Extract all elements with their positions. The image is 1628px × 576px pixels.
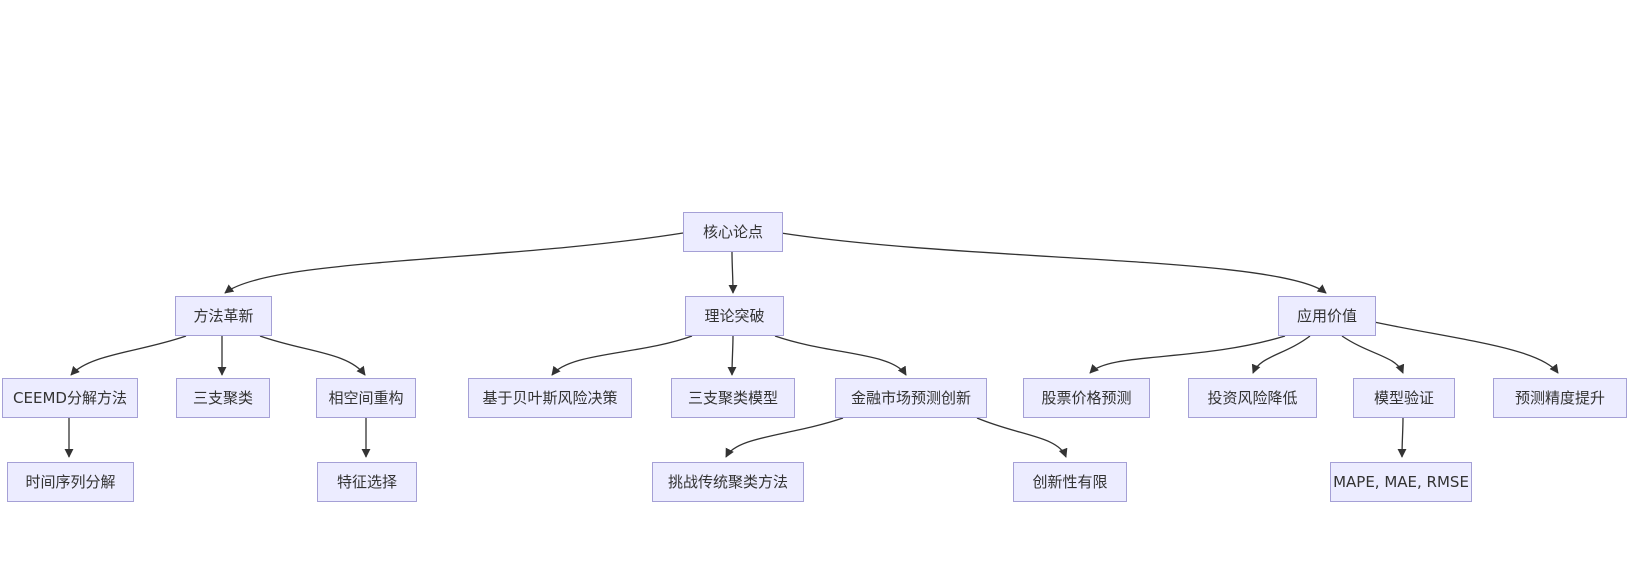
node-stock-price-prediction: 股票价格预测 — [1023, 378, 1150, 418]
node-theoretical-breakthrough: 理论突破 — [685, 296, 784, 336]
edge-core-to-method — [224, 232, 684, 294]
node-financial-market-prediction-innovation: 金融市场预测创新 — [835, 378, 987, 418]
edge-core-to-application — [780, 232, 1327, 294]
node-phase-space-reconstruction: 相空间重构 — [316, 378, 416, 418]
node-evaluation-metrics: MAPE, MAE, RMSE — [1330, 462, 1472, 502]
node-method-innovation: 方法革新 — [175, 296, 272, 336]
edge-theory-to-financial — [774, 335, 907, 376]
node-application-value: 应用价值 — [1278, 296, 1376, 336]
node-three-way-clustering-model: 三支聚类模型 — [671, 378, 795, 418]
node-bayesian-risk-decision: 基于贝叶斯风险决策 — [468, 378, 632, 418]
edge-application-to-stock — [1089, 335, 1286, 374]
node-ceemd-decomposition: CEEMD分解方法 — [2, 378, 138, 418]
node-prediction-accuracy-improvement: 预测精度提升 — [1493, 378, 1627, 418]
node-model-validation: 模型验证 — [1353, 378, 1455, 418]
node-limited-innovation: 创新性有限 — [1013, 462, 1127, 502]
edge-method-to-phase-space — [259, 335, 366, 376]
edge-validation-to-metrics — [1397, 417, 1407, 458]
node-feature-selection: 特征选择 — [317, 462, 417, 502]
edge-core-to-theory — [728, 251, 738, 294]
edge-theory-to-bayesian — [551, 335, 693, 376]
edge-financial-to-limited — [976, 417, 1068, 458]
edge-theory-to-clustering-model — [727, 335, 737, 376]
node-investment-risk-reduction: 投资风险降低 — [1188, 378, 1317, 418]
edge-method-to-ceemd — [70, 335, 187, 376]
edge-financial-to-challenge — [725, 417, 844, 458]
node-core-thesis: 核心论点 — [683, 212, 783, 252]
edge-application-to-validation — [1341, 335, 1405, 374]
edge-application-to-accuracy — [1373, 321, 1559, 374]
edge-application-to-investment — [1251, 335, 1311, 374]
node-three-way-clustering: 三支聚类 — [176, 378, 270, 418]
node-time-series-decomposition: 时间序列分解 — [7, 462, 134, 502]
node-challenge-traditional-clustering: 挑战传统聚类方法 — [652, 462, 804, 502]
